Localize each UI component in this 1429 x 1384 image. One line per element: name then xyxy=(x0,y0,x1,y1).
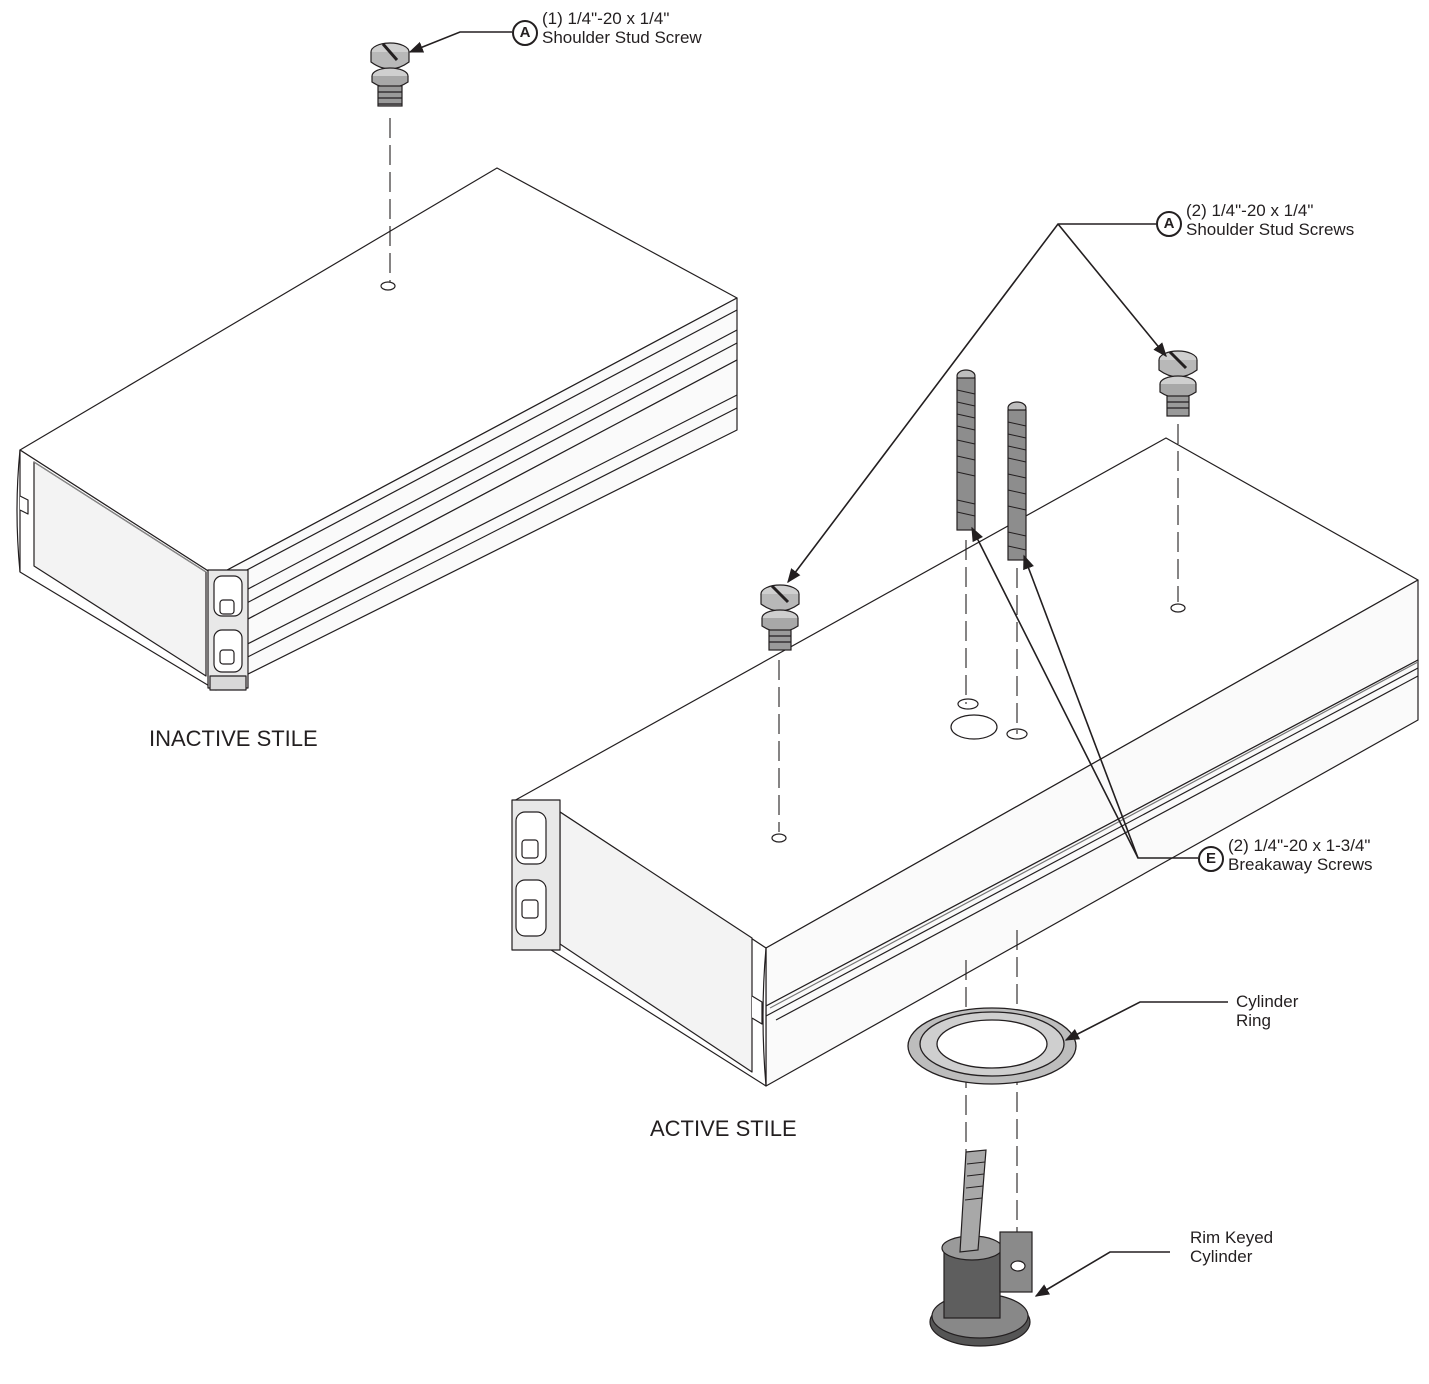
callout-e-line1: (2) 1/4"-20 x 1-3/4" xyxy=(1228,836,1371,855)
inactive-stile xyxy=(16,167,738,691)
callout-e-line2: Breakaway Screws xyxy=(1228,855,1373,874)
callout-a1-line1: (1) 1/4"-20 x 1/4" xyxy=(542,9,670,28)
active-stile xyxy=(511,437,1419,1087)
breakaway-screw-1 xyxy=(956,369,976,531)
cylinder-ring-label-2: Ring xyxy=(1236,1011,1271,1030)
shoulder-stud-screw-right xyxy=(1158,350,1198,417)
callout-e-badge: E xyxy=(1198,846,1224,872)
inactive-stile-title: INACTIVE STILE xyxy=(149,726,318,751)
callout-a-badge-1: A xyxy=(512,20,538,46)
callout-a2-line1: (2) 1/4"-20 x 1/4" xyxy=(1186,201,1314,220)
callout-a2-line2: Shoulder Stud Screws xyxy=(1186,220,1355,239)
breakaway-screw-2 xyxy=(1007,401,1027,561)
cylinder-ring-label-1: Cylinder xyxy=(1236,992,1299,1011)
active-stile-title: ACTIVE STILE xyxy=(650,1116,797,1141)
leader-lines xyxy=(408,31,1228,1297)
callout-a1-line2: Shoulder Stud Screw xyxy=(542,28,702,47)
rim-keyed-cylinder xyxy=(929,1149,1033,1347)
cylinder-ring xyxy=(907,1007,1077,1085)
callout-a-badge-2: A xyxy=(1156,211,1182,237)
shoulder-stud-screw-inactive xyxy=(370,42,410,107)
shoulder-stud-screw-left xyxy=(760,584,800,651)
rim-cylinder-label-1: Rim Keyed xyxy=(1190,1228,1274,1247)
rim-cylinder-label-2: Cylinder xyxy=(1190,1247,1253,1266)
